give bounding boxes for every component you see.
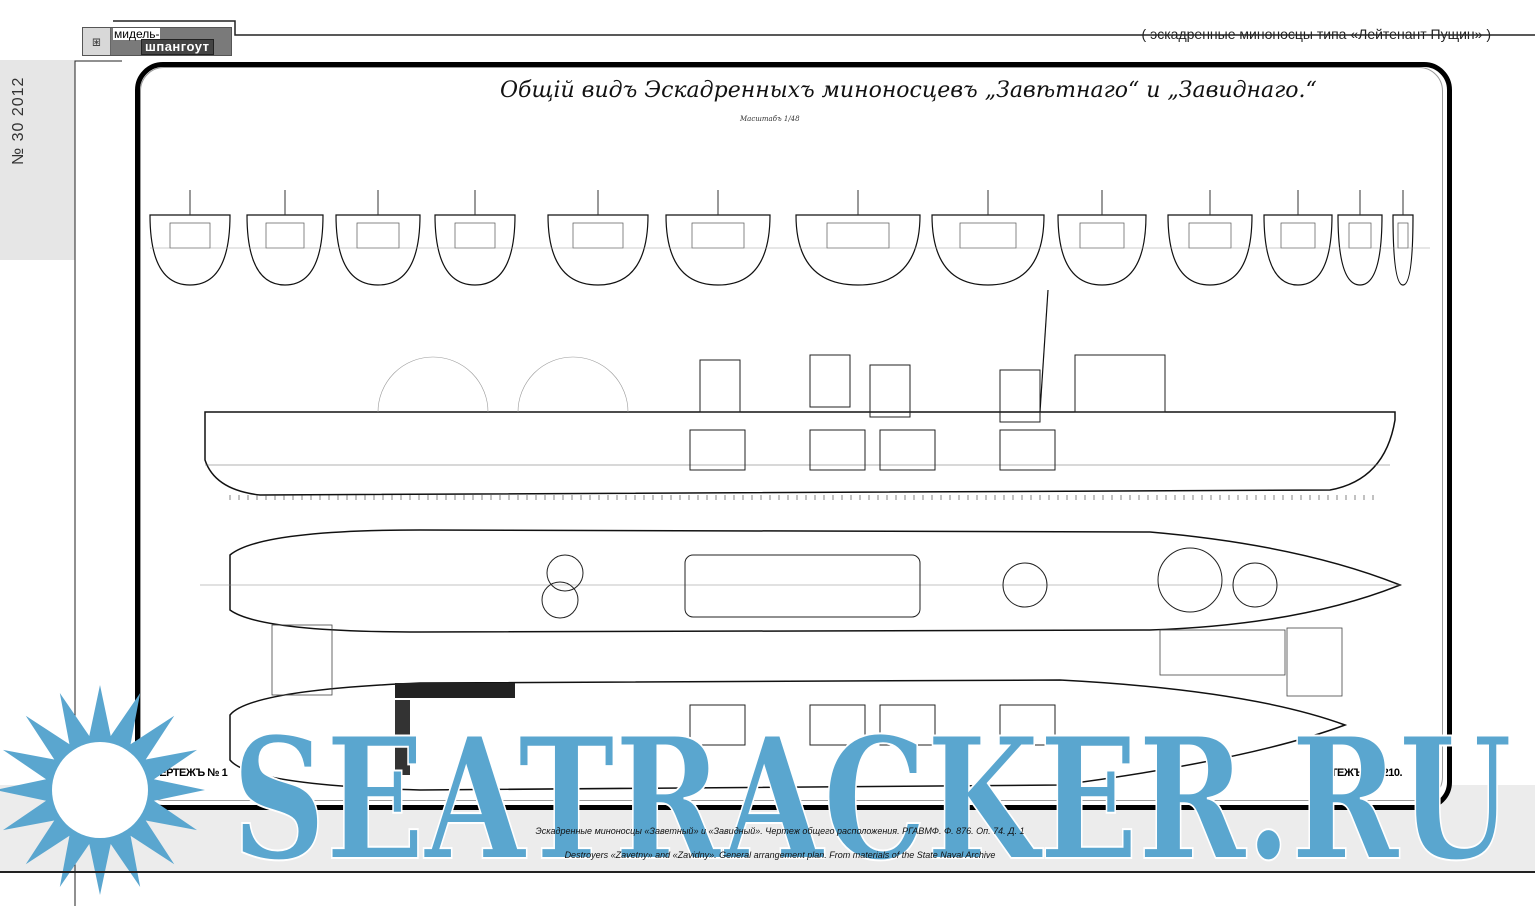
mast [1039, 289, 1049, 413]
drawing-number-right: ЧЕРТЕЖЪ №1210. [1310, 767, 1403, 779]
deck-fitting [1232, 562, 1278, 608]
ship-frame-icon: ⧆ [83, 28, 111, 55]
cross-section [665, 214, 771, 286]
funnel [999, 369, 1041, 423]
caption-english: Destroyers «Zavetny» and «Zavidny». Gene… [564, 850, 996, 860]
drawing-title: Общій видъ Эскадренныхъ миноносцевъ „Зав… [500, 78, 1317, 103]
hold-boiler [879, 704, 936, 746]
boiler [689, 429, 746, 471]
series-title: ( эскадренные миноносцы типа «Лейтенант … [1141, 26, 1491, 42]
bottom-rule [0, 871, 1535, 873]
cross-section [1337, 214, 1383, 286]
turning-arc [517, 356, 629, 413]
legend-table [271, 624, 333, 696]
cross-section [246, 214, 324, 286]
boiler [999, 429, 1056, 471]
side-band [0, 60, 75, 260]
hold-boiler [999, 704, 1056, 746]
hold-boiler [689, 704, 746, 746]
sunburst-icon [0, 685, 205, 895]
legend-table [1159, 629, 1286, 676]
magazine-logo: ⧆ мидель- шпангоут [82, 27, 232, 56]
caption-russian: Эскадренные миноносцы «Заветный» и «Зави… [535, 826, 1025, 836]
turning-arc [377, 356, 489, 413]
bridge [1074, 354, 1166, 413]
drawing-scale: Масштабъ 1/48 [740, 115, 800, 123]
coal-bunker [395, 700, 410, 775]
cross-section [335, 214, 421, 286]
sunburst-center [52, 742, 148, 838]
boiler [809, 429, 866, 471]
coal-bunker [395, 683, 515, 698]
hold-boiler [809, 704, 866, 746]
side-view-hull [204, 411, 1396, 496]
drawing-frame [135, 62, 1452, 810]
funnel [699, 359, 741, 413]
cross-section [931, 214, 1045, 286]
deck-fitting [1157, 547, 1223, 613]
deck-fitting [1002, 562, 1048, 608]
cross-section [795, 214, 921, 286]
cross-section [1263, 214, 1333, 286]
cross-section [1392, 214, 1414, 286]
logo-text-bottom: шпангоут [141, 39, 214, 55]
cross-section [1057, 214, 1147, 286]
deck-fitting [541, 581, 579, 619]
logo-text-top: мидель- [113, 27, 161, 41]
cross-section [547, 214, 649, 286]
funnel [869, 364, 911, 418]
watermark-text: SEATRACKER.RU [232, 700, 1512, 898]
drawing-frame-inner [140, 67, 1443, 801]
cross-section [1167, 214, 1253, 286]
deck-fitting [546, 554, 584, 592]
drawing-number-left: ЧЕРТЕЖЪ № 1 [152, 767, 228, 779]
boiler [879, 429, 936, 471]
legend-table [1286, 627, 1343, 697]
deck-casing [684, 554, 921, 618]
cross-section [434, 214, 516, 286]
cross-section [149, 214, 231, 286]
funnel [809, 354, 851, 408]
hold-plan [229, 679, 1348, 791]
